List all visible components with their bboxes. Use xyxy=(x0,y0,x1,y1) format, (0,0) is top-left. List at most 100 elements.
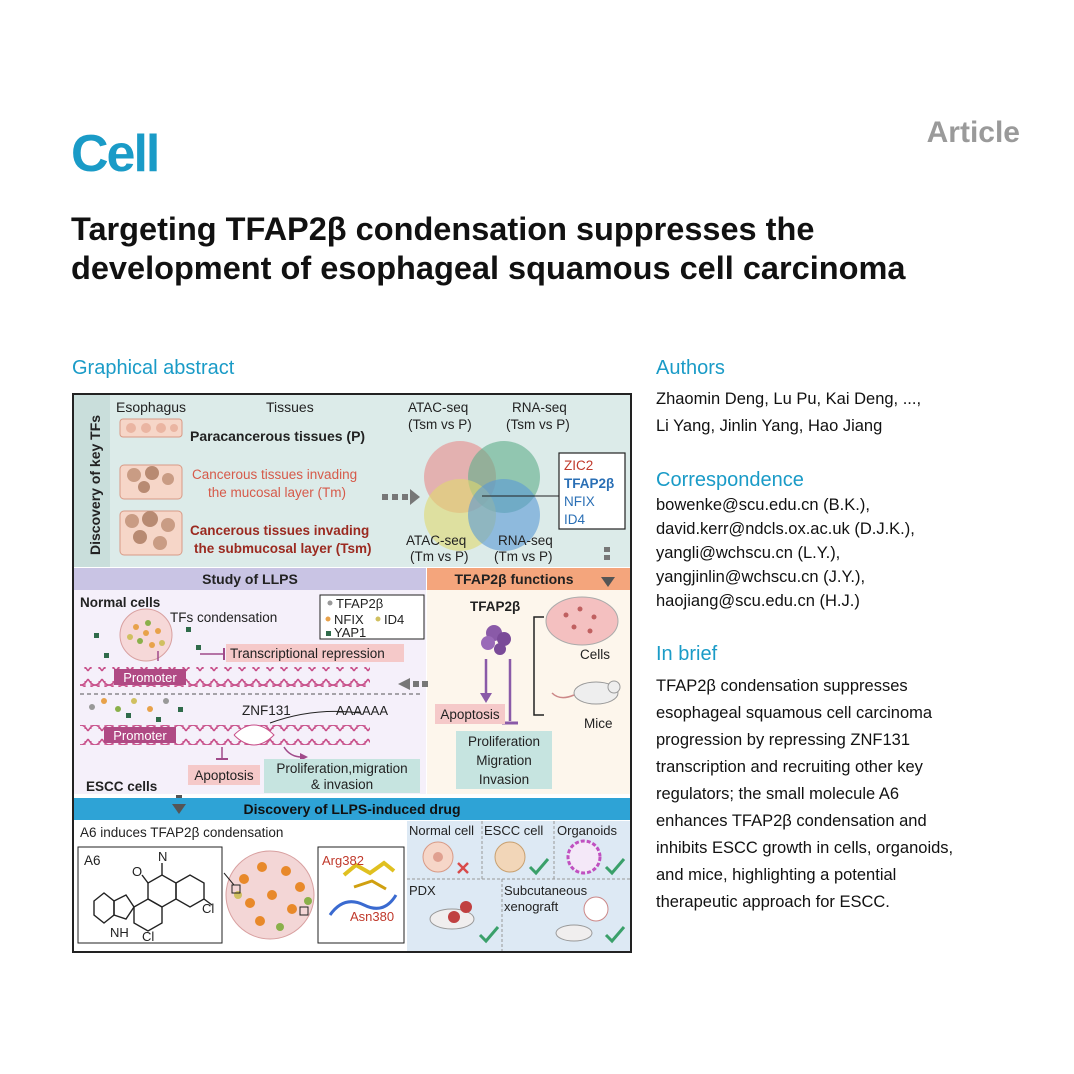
fn-mice: Mice xyxy=(584,716,613,731)
legend-id4-icon xyxy=(375,616,381,622)
normal-cell-label: Normal cell xyxy=(409,823,474,838)
repression-box xyxy=(226,644,404,662)
authors-line-1: Zhaomin Deng, Lu Pu, Kai Deng, ..., xyxy=(656,390,922,408)
in-brief-line: regulators; the small molecule A6 xyxy=(656,785,900,803)
graphical-abstract-heading: Graphical abstract xyxy=(72,357,235,379)
email-link[interactable]: haojiang@scu.edu.cn (H.J.) xyxy=(656,592,860,610)
tissue-tm-label-2: the mucosal layer (Tm) xyxy=(208,485,346,500)
email-link[interactable]: yangjinlin@wchscu.cn (J.Y.), xyxy=(656,568,866,586)
a6-label: A6 xyxy=(84,853,101,868)
a6-induces-label: A6 induces TFAP2β condensation xyxy=(80,825,283,840)
polya-label: AAAAAA xyxy=(336,703,388,718)
graphical-abstract: Discovery of key TFs Esophagus Tissues P… xyxy=(72,393,632,953)
free-tf-squares xyxy=(94,627,201,658)
asn380-label: Asn380 xyxy=(350,909,394,924)
journal-logo[interactable]: Cell xyxy=(71,125,160,183)
tf-tfap2b: TFAP2β xyxy=(564,476,614,491)
atac1-label-2: (Tsm vs P) xyxy=(408,417,472,432)
llps-header: Study of LLPS xyxy=(202,571,298,587)
col-esophagus: Esophagus xyxy=(116,399,186,415)
tissue-icon-tm xyxy=(119,464,183,500)
chem-o: O xyxy=(132,864,142,879)
correspondence-heading: Correspondence xyxy=(656,469,804,491)
in-brief-line: esophageal squamous cell carcinoma xyxy=(656,704,933,722)
arg382-label: Arg382 xyxy=(322,853,364,868)
tf-legend-box xyxy=(319,594,425,640)
subcut-label-1: Subcutaneous xyxy=(504,883,588,898)
graphical-abstract-svg: Discovery of key TFs Esophagus Tissues P… xyxy=(74,395,630,951)
rna1-label-1: RNA-seq xyxy=(512,400,567,415)
transcription-bubble xyxy=(233,724,275,746)
proliferation-box xyxy=(264,759,420,793)
fn-apoptosis-box xyxy=(435,704,505,724)
authors-list: Zhaomin Deng, Lu Pu, Kai Deng, ..., Li Y… xyxy=(656,386,921,440)
tissue-p-label: Paracancerous tissues (P) xyxy=(190,428,365,444)
organoid-icon xyxy=(566,839,602,875)
legend-nfix: NFIX xyxy=(334,612,364,627)
tf-list-box xyxy=(558,452,626,530)
apoptosis-box-left xyxy=(188,765,260,785)
arrow-down-drug xyxy=(176,795,182,800)
chem-nh: NH xyxy=(110,925,129,940)
cross-icon xyxy=(457,862,469,874)
fn-cells: Cells xyxy=(580,647,610,662)
condensate-escc xyxy=(89,698,183,722)
arrow-to-venn xyxy=(382,489,420,505)
in-brief-line: TFAP2β condensation suppresses xyxy=(656,677,908,695)
rna2-label-1: RNA-seq xyxy=(498,533,553,548)
in-brief-line: and mice, highlighting a potential xyxy=(656,866,897,884)
condensate-droplet-normal xyxy=(119,608,173,662)
subcut-label-2: xenograft xyxy=(504,899,559,914)
normal-cell-icon xyxy=(422,841,454,873)
in-brief-line: inhibits ESCC growth in cells, organoids… xyxy=(656,839,954,857)
tissue-tsm-label-1: Cancerous tissues invading xyxy=(190,523,369,538)
pdx-mouse-icon xyxy=(429,901,475,930)
proliferation-label-2: & invasion xyxy=(311,777,373,792)
col-tissues: Tissues xyxy=(266,399,314,415)
drug-arrow-icon xyxy=(172,804,186,814)
side-label: Discovery of key TFs xyxy=(87,415,103,555)
rna1-label-2: (Tsm vs P) xyxy=(506,417,570,432)
check-icon-pdx xyxy=(478,926,500,944)
functions-header-bar xyxy=(427,568,630,590)
xenograft-icon xyxy=(555,896,609,942)
tissue-icon-p xyxy=(119,418,183,438)
venn-diagram xyxy=(424,441,559,551)
binding-site-box xyxy=(317,846,405,944)
email-link[interactable]: david.kerr@ndcls.ox.ac.uk (D.J.K.), xyxy=(656,520,915,538)
email-link[interactable]: bowenke@scu.edu.cn (B.K.), xyxy=(656,496,870,514)
atac1-label-1: ATAC-seq xyxy=(408,400,468,415)
fn-proliferation: Proliferation xyxy=(468,734,540,749)
tf-nfix: NFIX xyxy=(564,494,595,509)
promoter-label-1: Promoter xyxy=(123,670,177,685)
transcriptional-repression: Transcriptional repression xyxy=(230,646,385,661)
article-title: Targeting TFAP2β condensation suppresses… xyxy=(71,211,906,286)
check-icon-organoids xyxy=(604,858,626,876)
fn-outcome-box xyxy=(456,731,552,789)
fn-apoptosis: Apoptosis xyxy=(440,707,500,722)
chem-cl-1: Cl xyxy=(142,929,154,944)
escc-cell-label: ESCC cell xyxy=(484,823,543,838)
legend-yap1-icon xyxy=(326,631,331,636)
legend-nfix-icon xyxy=(325,616,331,622)
email-link[interactable]: yangli@wchscu.cn (L.Y.), xyxy=(656,544,841,562)
authors-heading: Authors xyxy=(656,357,725,379)
mouse-icon xyxy=(551,680,621,705)
rna2-label-2: (Tm vs P) xyxy=(494,549,553,564)
a6-structure xyxy=(93,863,213,932)
validation-panel xyxy=(407,821,630,951)
promoter-label-2: Promoter xyxy=(113,728,167,743)
binding-site-structure xyxy=(328,860,398,916)
mrna-strand xyxy=(269,710,361,724)
fn-invasion: Invasion xyxy=(479,772,529,787)
pdx-label: PDX xyxy=(409,883,436,898)
in-brief-line: transcription and recruiting other key xyxy=(656,758,923,776)
article-type-label: Article xyxy=(926,116,1020,149)
escc-cell-icon xyxy=(494,841,526,873)
llps-header-bar xyxy=(74,568,426,590)
legend-yap1: YAP1 xyxy=(334,625,366,640)
organoids-label: Organoids xyxy=(557,823,617,838)
chem-cl-2: Cl xyxy=(202,901,214,916)
znf131-label: ZNF131 xyxy=(242,703,291,718)
correspondence-list: bowenke@scu.edu.cn (B.K.), david.kerr@nd… xyxy=(656,493,915,613)
